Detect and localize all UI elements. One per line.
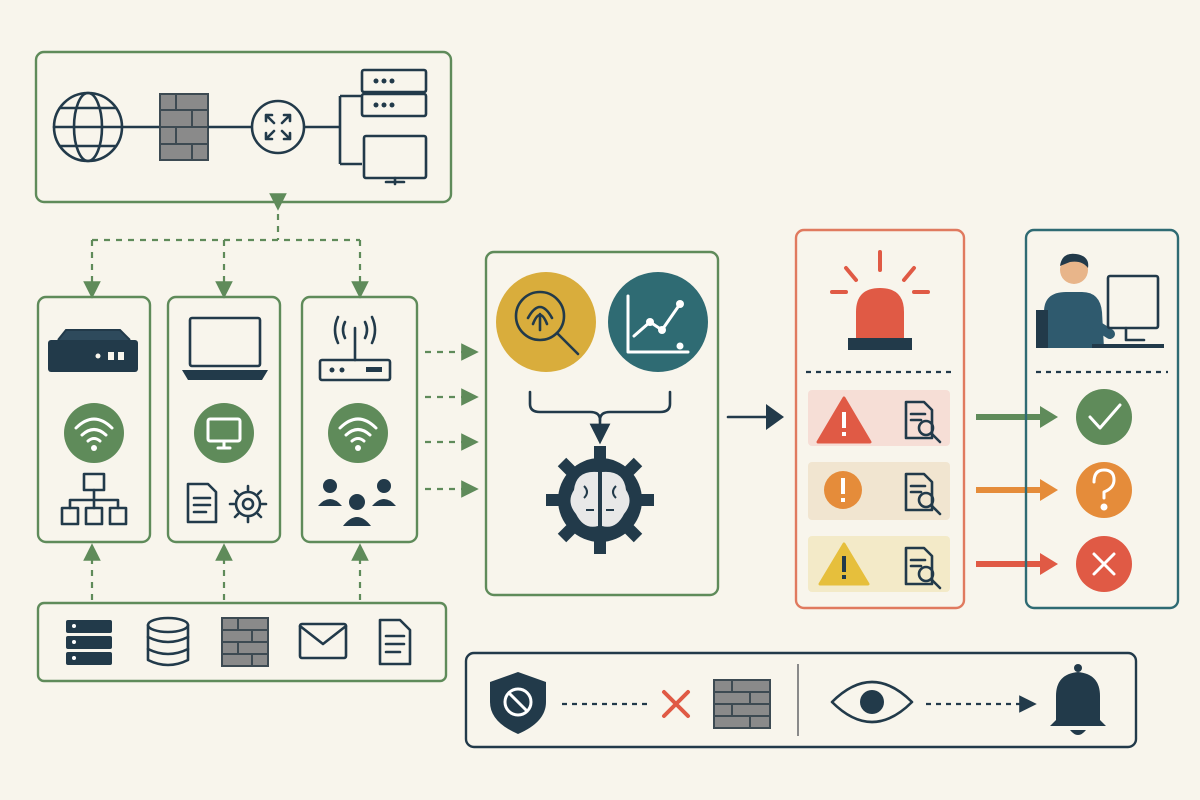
desktop-icon <box>194 403 254 463</box>
alarm-beacon-icon <box>830 250 930 350</box>
document-icon <box>186 482 218 524</box>
flow-arrow <box>726 404 784 430</box>
network-tree-icon <box>60 472 128 526</box>
alert-row-medium[interactable] <box>808 462 950 520</box>
gear-icon <box>228 484 268 524</box>
check-icon <box>1076 389 1132 445</box>
report-search-icon <box>904 472 942 516</box>
users-icon <box>318 479 396 526</box>
device-column-modem <box>36 295 152 544</box>
wifi-router-icon <box>318 315 392 382</box>
modem-icon <box>48 329 138 372</box>
device-column-laptop <box>166 295 282 544</box>
warning-icon <box>816 396 872 444</box>
ingest-connectors <box>425 343 479 498</box>
shield-block-icon <box>490 672 546 734</box>
server-icon <box>66 620 112 665</box>
response-panel <box>1024 228 1180 610</box>
analysis-panel <box>484 250 720 597</box>
firewall-icon <box>221 617 269 667</box>
device-column-wifi <box>300 295 419 544</box>
mail-icon <box>298 622 348 660</box>
report-search-icon <box>904 400 942 444</box>
router-icon <box>250 99 306 155</box>
firewall-icon <box>159 93 209 161</box>
monitor-icon <box>362 134 428 186</box>
data-sources-panel <box>36 601 448 683</box>
alert-row-low[interactable] <box>808 536 950 592</box>
document-icon <box>378 618 412 666</box>
warning-icon <box>824 471 862 509</box>
outcome-arrows <box>976 406 1058 575</box>
server-icon <box>360 68 428 118</box>
analyst-icon <box>1036 253 1164 348</box>
distribution-connectors <box>83 193 369 299</box>
report-search-icon <box>904 546 942 590</box>
wifi-icon <box>64 403 124 463</box>
wifi-icon <box>328 403 388 463</box>
bell-icon <box>1050 664 1106 735</box>
laptop-icon <box>182 316 268 380</box>
eye-icon <box>830 680 914 724</box>
alerts-panel <box>794 228 966 610</box>
alert-row-critical[interactable] <box>808 390 950 446</box>
brain-gear-icon <box>546 446 654 554</box>
question-icon <box>1076 462 1132 518</box>
warning-icon <box>818 542 870 586</box>
firewall-icon <box>713 679 771 729</box>
cross-icon <box>662 690 690 718</box>
database-icon <box>146 616 190 667</box>
cross-icon <box>1076 536 1132 592</box>
network-perimeter-panel <box>34 50 453 204</box>
globe-icon <box>52 91 124 163</box>
source-connectors <box>83 543 369 600</box>
fingerprint-search-icon <box>496 272 596 372</box>
trend-chart-icon <box>608 272 708 372</box>
response-actions-panel <box>464 651 1138 749</box>
